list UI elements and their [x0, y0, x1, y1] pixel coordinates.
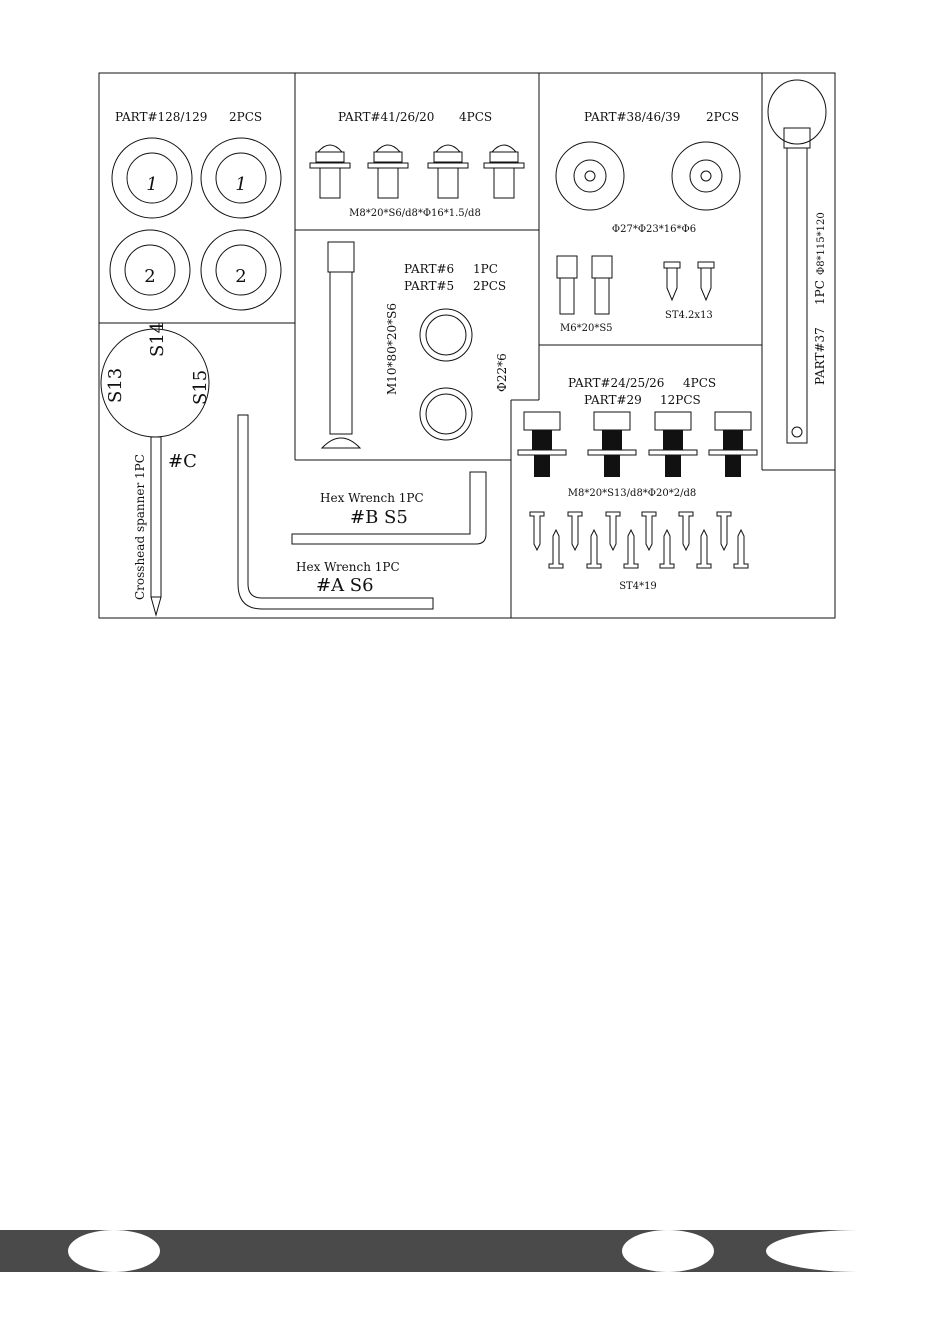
long-bolt-icon	[320, 241, 362, 449]
qty-label: 4PCS	[683, 376, 716, 390]
hex-wrench-icon	[237, 414, 434, 610]
page-number-oval-right	[766, 1230, 950, 1272]
size-label-s14: S14	[147, 322, 168, 357]
part-label: PART#6	[404, 262, 454, 276]
size-label-s15: S15	[190, 370, 211, 405]
size-label-s13: S13	[105, 368, 126, 403]
screw-icon	[591, 255, 613, 315]
panel-dividers	[99, 73, 835, 618]
qty-label: 2PCS	[473, 279, 506, 293]
part-label: PART#128/129	[115, 110, 207, 124]
tool-code: #C	[168, 451, 197, 472]
bolt-icon	[483, 144, 525, 199]
qty-label: 12PCS	[660, 393, 701, 407]
spec-label: Φ8*115*120	[816, 212, 827, 275]
screw-icon	[556, 255, 578, 315]
spanner-icon	[100, 328, 210, 617]
hex-wrench-icon	[291, 471, 487, 545]
washer-icon	[671, 141, 741, 211]
panel-part-38-46-39: PART#38/46/39 2PCS Φ27*Φ23*16*Φ6	[555, 110, 741, 235]
hex-bolt-icon	[517, 411, 567, 477]
spacer-icon	[419, 387, 473, 441]
spec-label: Φ27*Φ23*16*Φ6	[612, 224, 696, 235]
page-number-oval-right-inner	[622, 1230, 714, 1272]
qty-label: 2PCS	[229, 110, 262, 124]
spec-label: M8*20*S6/d8*Φ16*1.5/d8	[349, 208, 481, 219]
pin-ring-icon	[767, 79, 827, 145]
bolt-icon	[367, 144, 409, 199]
panel-part-37: PART#37 1PC Φ8*115*120	[767, 79, 827, 444]
panel-part-24-25-26: PART#24/25/26 4PCS PART#29 12PCS M8*20*S…	[517, 376, 758, 499]
knob-2a: 2	[109, 229, 191, 311]
part-label: PART#38/46/39	[584, 110, 680, 124]
tool-name: Hex Wrench 1PC	[296, 560, 400, 574]
hex-bolt-icon	[708, 411, 758, 477]
part-label: PART#41/26/20	[338, 110, 434, 124]
qty-label: 1PC	[813, 280, 827, 305]
pin-icon	[786, 147, 808, 444]
part-label: PART#5	[404, 279, 454, 293]
panel-hex-wrench-b: Hex Wrench 1PC #B S5	[291, 471, 487, 545]
qty-label: 1PC	[473, 262, 498, 276]
washer-spec-label: Φ22*6	[495, 353, 509, 392]
qty-label: 2PCS	[706, 110, 739, 124]
spacer-icon	[419, 308, 473, 362]
self-tap-screw-icon	[663, 261, 681, 302]
knob-number: 1	[235, 174, 246, 195]
part-label: PART#37	[813, 327, 827, 385]
panel-hex-wrench-a: Hex Wrench 1PC #A S6	[237, 414, 434, 610]
washer-icon	[555, 141, 625, 211]
bolt-icon	[427, 144, 469, 199]
diagram-frame	[98, 72, 836, 619]
knob-1a: 1	[111, 137, 193, 219]
bolt-spec-label: M10*80*20*S6	[385, 303, 399, 395]
spec-label: M8*20*S13/d8*Φ20*2/d8	[568, 488, 696, 499]
knob-number: 2	[144, 266, 155, 287]
screw-row-icon	[529, 511, 749, 569]
panel-crosshead-spanner: S14 S13 S15 #C Crosshead spanner 1PC	[100, 322, 211, 617]
knob-number: 1	[146, 174, 157, 195]
tool-name: Crosshead spanner 1PC	[133, 454, 147, 600]
bolt-row	[309, 144, 525, 199]
panel-st4-19: ST4*19	[529, 511, 749, 592]
knob-2b: 2	[200, 229, 282, 311]
tool-name: Hex Wrench 1PC	[320, 491, 424, 505]
part-label: PART#29	[584, 393, 642, 407]
tool-code: #B S5	[350, 507, 408, 528]
self-tap-screw-icon	[697, 261, 715, 302]
qty-label: 4PCS	[459, 110, 492, 124]
panel-part-128-129: PART#128/129 2PCS 1 1 2 2	[109, 110, 282, 311]
spec-label: ST4*19	[619, 581, 657, 592]
page-number-oval-left	[68, 1230, 160, 1272]
hex-bolt-icon	[587, 411, 637, 477]
panel-part-41-26-20: PART#41/26/20 4PCS M8*20*S6/d8*Φ16*1.5/d…	[309, 110, 525, 219]
footer-bar	[0, 1230, 950, 1272]
spec-label: M6*20*S5	[560, 323, 613, 334]
panel-m6-st42: M6*20*S5 ST4.2x13	[556, 255, 715, 334]
spec-label: ST4.2x13	[665, 310, 713, 321]
panel-part-6-5: PART#6 1PC PART#5 2PCS M10*80*20*S6 Φ22*…	[320, 241, 509, 449]
hex-bolt-icon	[648, 411, 698, 477]
part-label: PART#24/25/26	[568, 376, 664, 390]
knob-1b: 1	[200, 137, 282, 219]
knob-number: 2	[235, 266, 246, 287]
bolt-icon	[309, 144, 351, 199]
tool-code: #A S6	[316, 575, 374, 596]
